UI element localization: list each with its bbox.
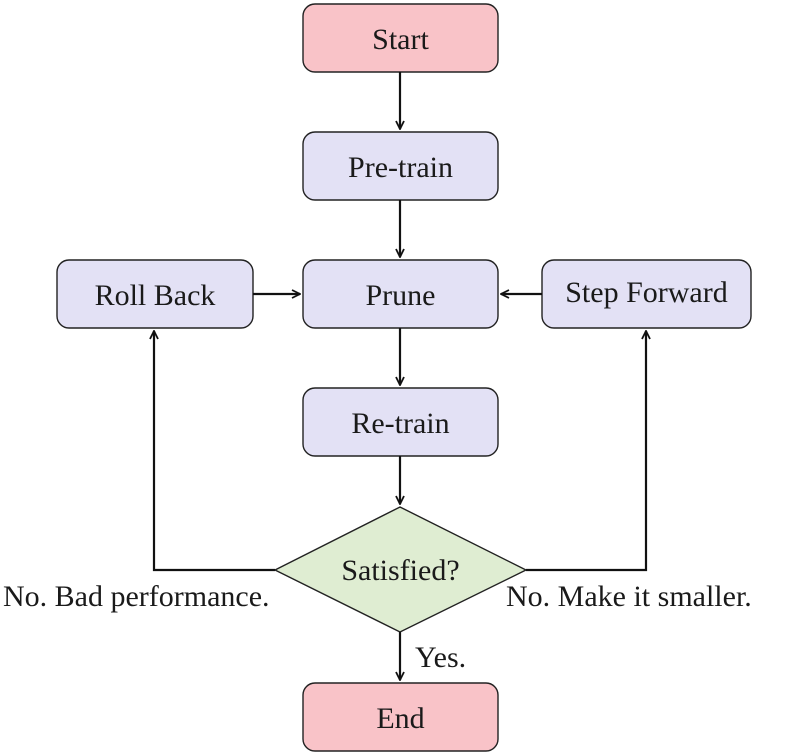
end-label: End [376, 702, 424, 735]
end-node: End [302, 682, 499, 752]
arrow-decision-to-stepforward [526, 331, 646, 572]
retrain-node: Re-train [302, 387, 499, 457]
decision-node: Satisfied? [273, 506, 528, 633]
start-node: Start [302, 3, 499, 73]
edge-label-bad-performance: No. Bad performance. [3, 580, 270, 613]
rollback-node: Roll Back [56, 259, 254, 329]
edge-label-yes: Yes. [415, 641, 466, 674]
pretrain-node: Pre-train [302, 131, 499, 201]
stepforward-label: Step Forward [565, 276, 727, 309]
prune-label: Prune [366, 279, 436, 312]
stepforward-node: Step Forward [541, 259, 752, 329]
decision-label: Satisfied? [341, 554, 459, 587]
rollback-label: Roll Back [95, 279, 216, 312]
arrow-decision-to-rollback [154, 331, 275, 572]
prune-node: Prune [302, 259, 499, 329]
pretrain-label: Pre-train [348, 151, 453, 184]
start-label: Start [372, 23, 429, 56]
edge-label-make-smaller: No. Make it smaller. [506, 580, 752, 613]
retrain-label: Re-train [351, 407, 449, 440]
